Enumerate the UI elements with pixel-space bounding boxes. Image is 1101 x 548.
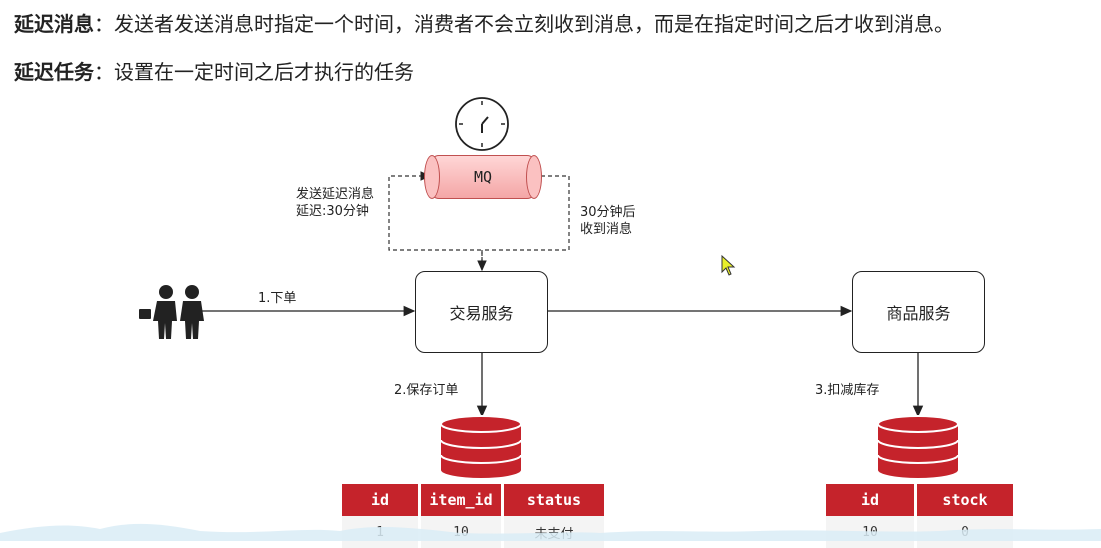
- mq-label: MQ: [473, 168, 493, 186]
- order-table-header-id: id: [342, 484, 421, 516]
- delayed-message-separator: ：: [94, 12, 114, 36]
- delay-receive-dashed-line: [482, 175, 570, 251]
- receive-line2: 收到消息: [580, 222, 633, 237]
- mq-queue: MQ: [424, 154, 542, 199]
- step3-label: 3.扣减库存: [815, 383, 880, 398]
- delayed-task-description: 设置在一定时间之后才执行的任务: [114, 60, 414, 84]
- delay-send-dashed-line: [388, 171, 483, 270]
- users-icon: [139, 285, 204, 339]
- delayed-task-separator: ：: [94, 60, 114, 84]
- receive-label: 30分钟后 收到消息: [580, 204, 636, 238]
- send-delay-line2: 延迟:30分钟: [296, 204, 369, 219]
- mouse-cursor-icon: [721, 254, 736, 276]
- trade-service-label: 交易服务: [449, 304, 514, 323]
- delayed-message-term: 延迟消息: [14, 12, 94, 36]
- stock-database-icon: [877, 415, 959, 478]
- step1-label: 1.下单: [258, 291, 297, 306]
- send-delay-label: 发送延迟消息 延迟:30分钟: [296, 186, 374, 220]
- delayed-message-definition: 延迟消息：发送者发送消息时指定一个时间，消费者不会立刻收到消息，而是在指定时间之…: [14, 8, 954, 37]
- mq-left-cap: [424, 154, 440, 199]
- order-table-header-item-id: item_id: [419, 484, 504, 516]
- order-database-icon: [440, 415, 522, 478]
- delayed-task-definition: 延迟任务：设置在一定时间之后才执行的任务: [14, 56, 414, 85]
- receive-line1: 30分钟后: [580, 205, 636, 220]
- trade-service-box: 交易服务: [415, 271, 548, 353]
- product-service-box: 商品服务: [852, 271, 985, 353]
- stock-table-header-id: id: [826, 484, 917, 516]
- send-delay-line1: 发送延迟消息: [296, 187, 375, 202]
- step2-label: 2.保存订单: [394, 383, 459, 398]
- product-service-label: 商品服务: [886, 304, 951, 323]
- delayed-message-description: 发送者发送消息时指定一个时间，消费者不会立刻收到消息，而是在指定时间之后才收到消…: [114, 12, 954, 36]
- stock-table-header-stock: stock: [915, 484, 1013, 516]
- order-table-header-status: status: [502, 484, 604, 516]
- mq-right-cap: [526, 154, 542, 199]
- clock-icon: [455, 97, 509, 151]
- decorative-wave: [0, 523, 1101, 541]
- delayed-task-term: 延迟任务: [14, 60, 94, 84]
